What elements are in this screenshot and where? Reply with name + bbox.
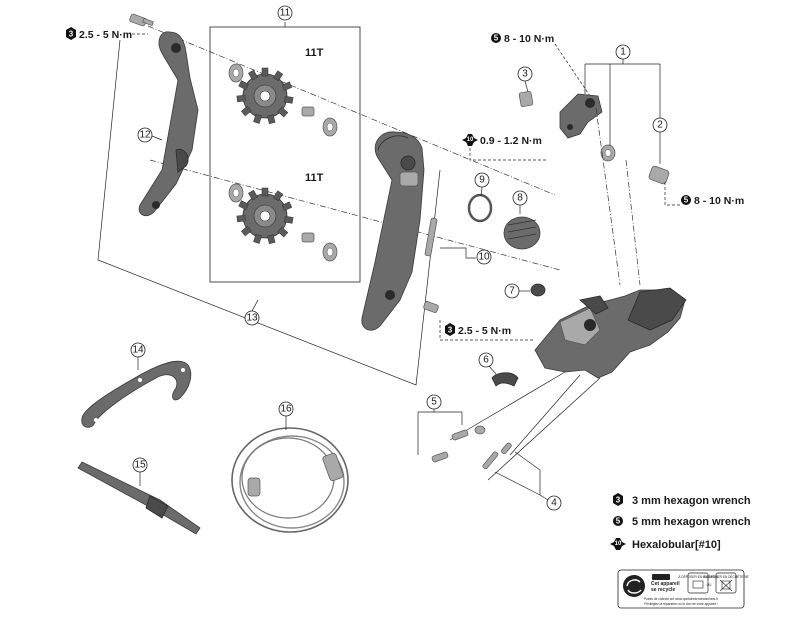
svg-text:16: 16 [280, 404, 292, 415]
svg-text:Points de collecte sur www.que: Points de collecte sur www.quefairedemes… [644, 597, 719, 601]
svg-text:Privilégiez la réparation ou l: Privilégiez la réparation ou le don de v… [644, 602, 718, 606]
svg-text:6: 6 [483, 355, 489, 366]
svg-text:9: 9 [479, 175, 485, 186]
screw-mid [423, 301, 439, 313]
svg-text:Hexalobular[#10]: Hexalobular[#10] [632, 539, 721, 551]
screw-top-left [129, 13, 154, 27]
bracket-stopper [518, 91, 534, 107]
axis-line-upper [147, 25, 556, 196]
legend-item-5mm: 5 5 mm hexagon wrench [613, 516, 751, 528]
svg-text:2.5 - 5 N·m: 2.5 - 5 N·m [79, 29, 132, 41]
cage-bolt: 10 [424, 217, 492, 265]
svg-text:14: 14 [132, 345, 144, 356]
hex-badge-icon [613, 516, 623, 526]
torque-label-top-right: 5 8 - 10 N·m [491, 33, 591, 97]
svg-text:5: 5 [616, 517, 621, 526]
upper-pulley-teeth: 11T [305, 47, 324, 59]
svg-text:5: 5 [684, 196, 689, 205]
svg-text:5: 5 [494, 34, 499, 43]
svg-text:2: 2 [657, 120, 663, 131]
svg-text:Cet appareil: Cet appareil [651, 581, 680, 587]
triman-recycle-icon [623, 575, 645, 597]
svg-text:8 - 10 N·m: 8 - 10 N·m [504, 33, 554, 45]
svg-text:3: 3 [616, 496, 621, 505]
leader-body-pin [509, 374, 581, 456]
svg-text:5 mm hexagon wrench: 5 mm hexagon wrench [632, 516, 751, 528]
svg-text:10: 10 [478, 252, 490, 263]
svg-text:1: 1 [620, 47, 626, 58]
star-badge-icon [610, 538, 626, 550]
callout-2: 2 [652, 117, 668, 164]
svg-text:10: 10 [467, 137, 474, 143]
svg-text:3 mm hexagon wrench: 3 mm hexagon wrench [632, 495, 751, 507]
svg-text:OU: OU [707, 583, 712, 587]
upper-pulley: 11T [228, 47, 338, 137]
shop-icon [692, 580, 704, 589]
torque-label-mid: 3 2.5 - 5 N·m [439, 320, 535, 341]
callout-5-group: 5 [417, 394, 486, 463]
hex-badge-icon [613, 493, 623, 506]
torque-label-top-left: 3 2.5 - 5 N·m [66, 27, 148, 41]
axis-line-bracket [595, 107, 621, 286]
svg-text:3: 3 [69, 30, 74, 39]
torque-label-hexalobular: 10 0.9 - 1.2 N·m [462, 134, 548, 161]
leader-body-pin-2 [487, 377, 601, 481]
callout-13-bracket: 13 [97, 39, 441, 386]
svg-text:7: 7 [509, 286, 515, 297]
svg-text:5: 5 [431, 397, 437, 408]
derailleur-main-body [534, 287, 687, 379]
adjust-cap: 7 [504, 283, 546, 299]
axis-line-lower [149, 159, 561, 271]
bracket-washer [600, 144, 616, 162]
inner-cage-plate [361, 131, 425, 331]
svg-text:3: 3 [522, 69, 528, 80]
lower-pulley: 11T [228, 172, 338, 262]
lower-pulley-teeth: 11T [305, 172, 324, 184]
callout-12: 12 [137, 127, 163, 143]
svg-text:15: 15 [134, 460, 146, 471]
torque-label-right-lower: 5 8 - 10 N·m [664, 182, 744, 207]
callout-1-bracket: 1 [584, 44, 661, 146]
chain-guide-tool: 14 [81, 342, 192, 428]
cable-cover: 6 [478, 352, 519, 387]
legend-item-hexalobular: 10 Hexalobular[#10] [610, 538, 721, 551]
crossed-bin-icon [719, 579, 733, 592]
derailleur-hanger-bracket [559, 93, 603, 139]
svg-text:À DÉPOSER EN MAGASIN: À DÉPOSER EN MAGASIN [678, 574, 718, 579]
cable-tool: 15 [77, 457, 201, 535]
callout-4-group: 4 [482, 442, 562, 511]
tool-legend: 3 3 mm hexagon wrench 5 5 mm hexagon wre… [610, 493, 751, 551]
svg-text:11: 11 [280, 8, 291, 19]
svg-text:0.9 - 1.2 N·m: 0.9 - 1.2 N·m [480, 135, 542, 147]
callout-3: 3 [517, 66, 533, 93]
bracket-axle-bolt [648, 165, 670, 185]
svg-text:se recycle: se recycle [651, 587, 675, 593]
tension-spring: 8 [503, 190, 541, 250]
spring-clip: 9 [467, 172, 493, 223]
svg-text:À DÉPOSER EN DÉCHÈTERIE: À DÉPOSER EN DÉCHÈTERIE [703, 574, 748, 579]
svg-text:12: 12 [139, 130, 151, 141]
svg-text:13: 13 [246, 313, 258, 324]
charging-cable: 16 [231, 401, 349, 533]
svg-text:10: 10 [615, 541, 622, 547]
recycling-label: Cet appareil se recycle À DÉPOSER EN MAG… [617, 569, 749, 609]
svg-text:4: 4 [551, 498, 557, 509]
svg-text:8 - 10 N·m: 8 - 10 N·m [694, 195, 744, 207]
leader-body-screws [449, 371, 566, 441]
legend-item-3mm: 3 3 mm hexagon wrench [613, 493, 751, 507]
svg-text:3: 3 [448, 326, 453, 335]
svg-text:8: 8 [517, 193, 523, 204]
outer-cage-plate [138, 31, 199, 217]
axis-line-bolt [625, 159, 641, 286]
pulley-set-box: 11 [209, 5, 361, 283]
svg-text:2.5 - 5 N·m: 2.5 - 5 N·m [458, 325, 511, 337]
